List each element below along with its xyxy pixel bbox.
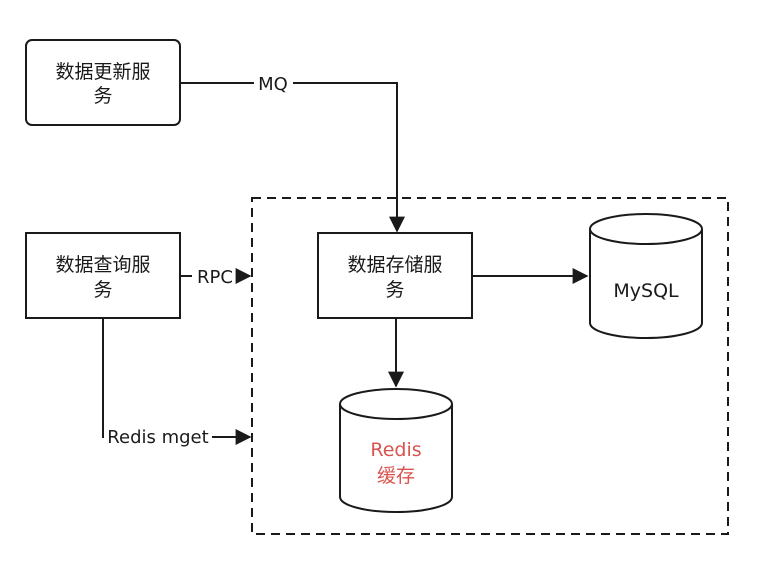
mysql-label: MySQL xyxy=(613,280,679,302)
edge-redis-mget: Redis mget xyxy=(102,318,252,448)
query-service-label-line2: 务 xyxy=(93,279,112,301)
edge-rpc: RPC xyxy=(180,267,252,288)
edge-label-rpc: RPC xyxy=(197,267,233,288)
edge-mq: MQ xyxy=(180,74,405,233)
storage-service-node[interactable]: 数据存储服 务 xyxy=(317,232,473,319)
query-service-node[interactable]: 数据查询服 务 xyxy=(25,232,181,319)
mysql-database-node[interactable]: MySQL xyxy=(589,213,703,339)
edge-label-redis-mget: Redis mget xyxy=(107,427,208,448)
storage-service-label-line2: 务 xyxy=(385,279,404,301)
update-service-label-line1: 数据更新服 xyxy=(55,61,150,83)
storage-service-label-line1: 数据存储服 xyxy=(347,254,442,276)
edge-label-mq: MQ xyxy=(258,74,288,95)
query-service-label-line1: 数据查询服 xyxy=(55,254,150,276)
storage-boundary xyxy=(251,197,729,535)
update-service-node[interactable]: 数据更新服 务 xyxy=(25,39,181,126)
redis-label-line1: Redis xyxy=(370,439,421,461)
update-service-label-line2: 务 xyxy=(93,85,112,107)
redis-label-line2: 缓存 xyxy=(377,465,415,487)
redis-cache-node[interactable]: Redis 缓存 xyxy=(339,388,453,513)
